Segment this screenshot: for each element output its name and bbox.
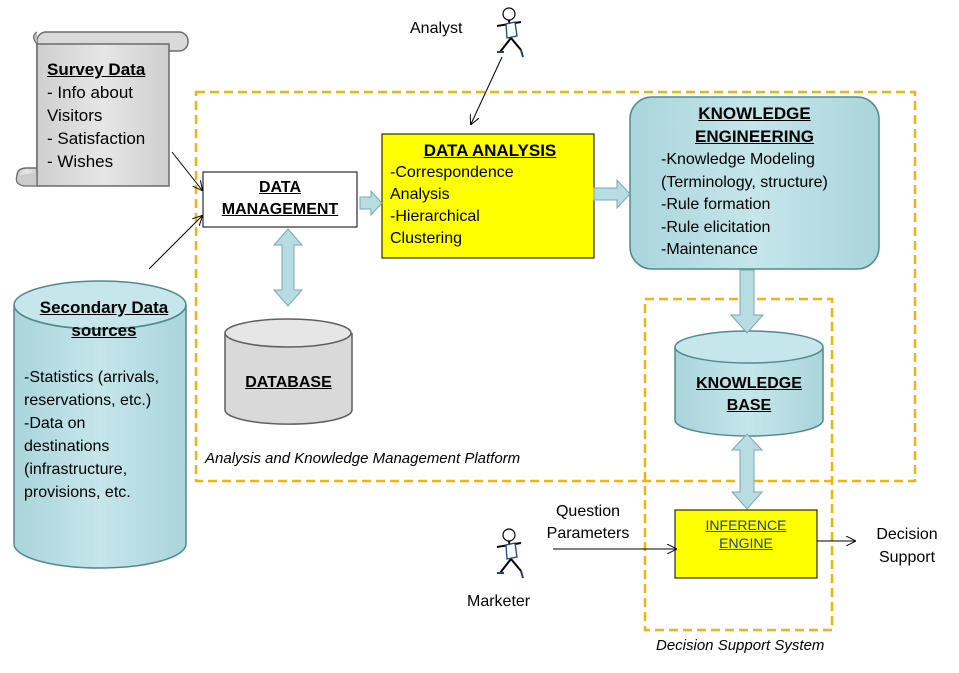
knowledge-base-label: KNOWLEDGE BASE: [675, 373, 823, 417]
question-line2: Parameters: [546, 525, 630, 542]
survey-scroll: [15, 31, 189, 187]
knowledge-engineering-body: -Knowledge Modeling (Terminology, struct…: [661, 149, 828, 262]
survey-line: - Satisfaction: [47, 128, 146, 148]
block-arrow-da-to-ke: [593, 178, 631, 210]
data-management-box: [202, 171, 358, 228]
analyst-figure-icon: [496, 7, 524, 58]
analyst-label: Analyst: [410, 20, 463, 37]
block-arrow-dm-db: [272, 228, 304, 307]
survey-block: Survey Data - Info about Visitors - Sati…: [47, 59, 145, 174]
knowledge-engineering-box: [629, 96, 880, 270]
data-analysis-line: Analysis: [390, 186, 450, 203]
secondary-line: (infrastructure,: [24, 461, 128, 478]
secondary-body: -Statistics (arrivals, reservations, etc…: [24, 366, 159, 504]
secondary-line: provisions, etc.: [24, 484, 131, 501]
data-management-line1: DATA: [258, 179, 302, 196]
secondary-title-line1: Secondary Data: [39, 298, 169, 317]
platform-label: Analysis and Knowledge Management Platfo…: [205, 450, 521, 467]
knowledge-engineering-title: KNOWLEDGE ENGINEERING: [630, 102, 879, 148]
data-analysis-line: -Hierarchical: [390, 208, 480, 225]
decision-support-line2: Support: [878, 549, 936, 566]
secondary-line: -Statistics (arrivals,: [24, 369, 160, 386]
data-analysis-box: [381, 133, 595, 259]
survey-line: - Info about: [47, 82, 134, 102]
dss-frame: [643, 297, 834, 632]
secondary-line: destinations: [24, 438, 110, 455]
decision-support-line1: Decision: [876, 526, 938, 543]
marketer-label: Marketer: [467, 593, 531, 610]
knowledge-engineering-line: -Rule elicitation: [661, 218, 771, 236]
data-management-label: DATA MANAGEMENT: [203, 177, 357, 221]
block-arrow-dm-to-da: [359, 189, 383, 217]
survey-line: Visitors: [47, 105, 103, 125]
survey-title: Survey Data: [47, 60, 146, 79]
secondary-title-line2: sources: [71, 320, 137, 340]
knowledge-base-cylinder: [674, 330, 824, 437]
dss-label: Decision Support System: [656, 637, 825, 654]
data-analysis-title: DATA ANALYSIS: [423, 141, 557, 160]
secondary-line: -Data on: [24, 415, 86, 432]
knowledge-engineering-line: (Terminology, structure): [661, 173, 828, 191]
block-arrow-kb-ie: [730, 433, 764, 510]
database-cylinder: [224, 318, 353, 425]
question-parameters-label: Question Parameters: [533, 501, 643, 545]
question-line1: Question: [555, 503, 621, 520]
database-label: DATABASE: [245, 374, 332, 391]
knowledge-base-line1: KNOWLEDGE: [696, 375, 802, 392]
arrow-analyst-to-da: [471, 56, 503, 124]
data-management-line2: MANAGEMENT: [221, 201, 339, 218]
inference-engine-box: [674, 509, 818, 579]
arrow-secondary-to-dm: [148, 216, 202, 270]
knowledge-engineering-title-line2: ENGINEERING: [694, 127, 815, 146]
platform-frame: [194, 90, 917, 483]
secondary-cylinder: [13, 280, 187, 569]
inference-engine-line2: ENGINE: [719, 535, 773, 551]
inference-engine-label: INFERENCE ENGINE: [675, 516, 817, 552]
data-analysis-text: DATA ANALYSIS -Correspondence Analysis -…: [390, 140, 590, 250]
data-analysis-line: -Correspondence: [390, 164, 514, 181]
arrow-survey-to-dm: [171, 151, 202, 190]
knowledge-engineering-line: -Knowledge Modeling: [661, 151, 815, 168]
knowledge-base-line2: BASE: [726, 397, 772, 414]
secondary-line: reservations, etc.): [24, 392, 152, 409]
inference-engine-line1: INFERENCE: [705, 517, 787, 533]
survey-line: - Wishes: [47, 151, 114, 171]
knowledge-engineering-line: -Maintenance: [661, 241, 758, 258]
knowledge-engineering-line: -Rule formation: [661, 196, 771, 213]
marketer-figure-icon: [496, 528, 524, 579]
data-analysis-line: Clustering: [390, 230, 463, 247]
secondary-title-block: Secondary Data sources: [24, 297, 184, 343]
knowledge-engineering-title-line1: KNOWLEDGE: [698, 104, 811, 123]
decision-support-label: Decision Support: [864, 523, 950, 569]
block-arrow-ke-to-kb: [729, 269, 765, 334]
